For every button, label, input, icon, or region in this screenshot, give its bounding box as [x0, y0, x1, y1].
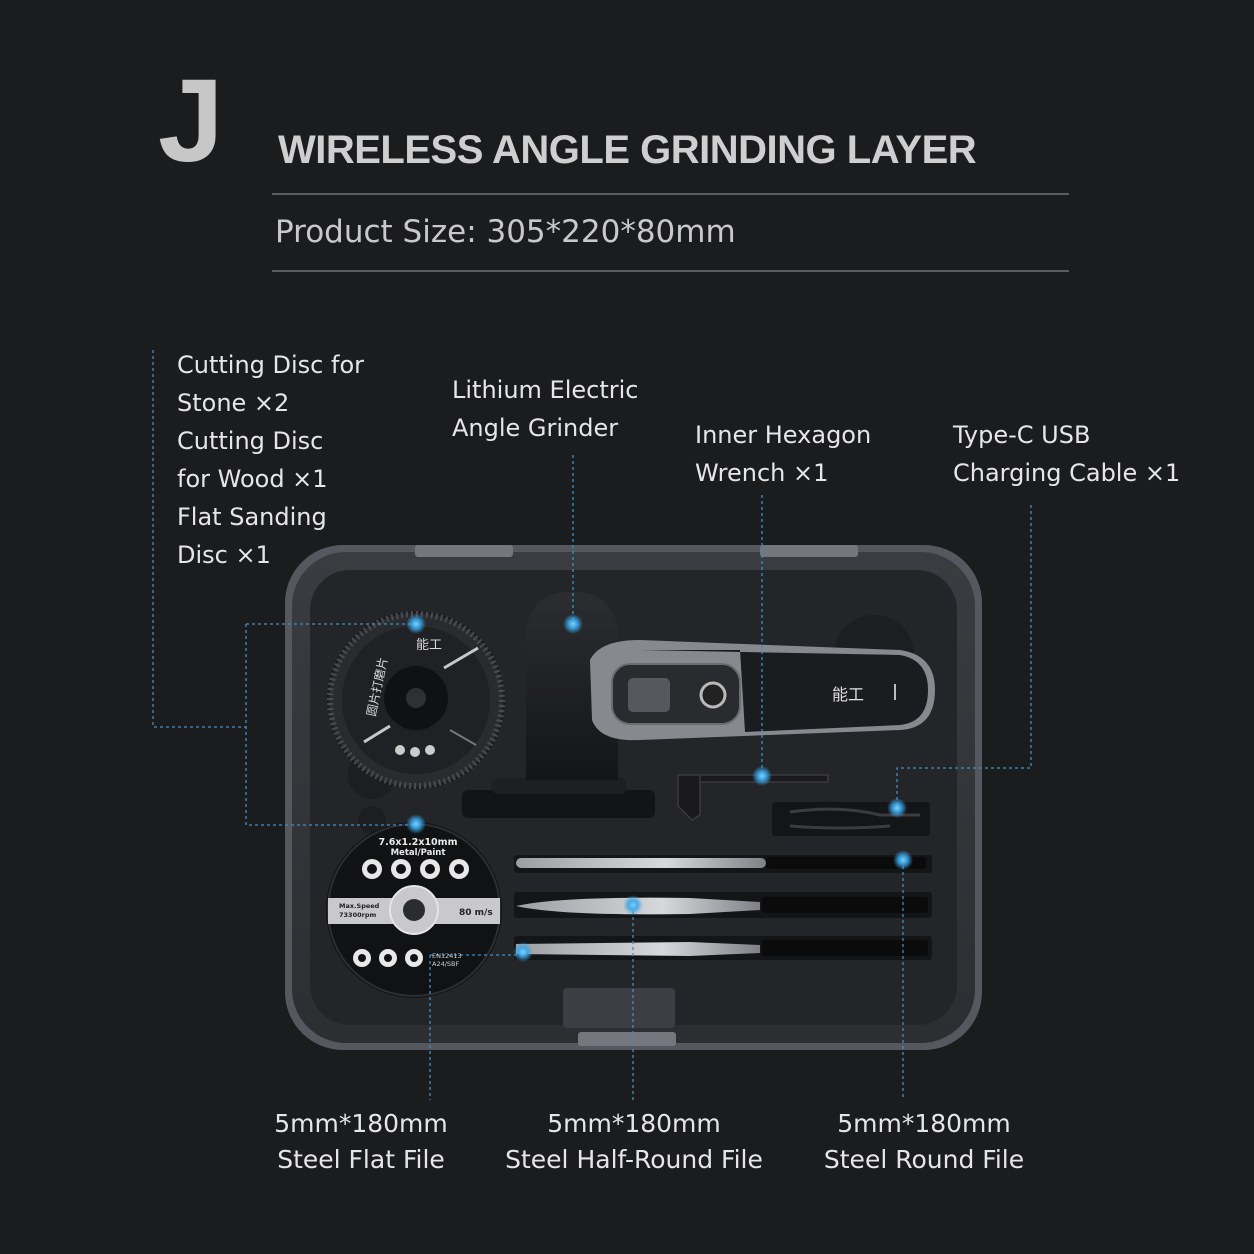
callout-line: Charging Cable ×1 — [953, 459, 1181, 487]
leader-lines — [152, 350, 1032, 1100]
callout-line: Cutting Disc for — [177, 351, 365, 379]
callout-round-file: 5mm*180mm Steel Round File — [814, 1106, 1034, 1178]
callout-line: Steel Round File — [823, 1145, 1025, 1174]
steel-flat-file — [516, 940, 928, 956]
callout-line: Type-C USB — [953, 421, 1091, 449]
grinder-brand-text: 能工 — [832, 685, 864, 704]
callout-line: for Wood ×1 — [177, 465, 328, 493]
angle-grinder — [462, 592, 935, 818]
callout-line: Angle Grinder — [452, 414, 619, 442]
callout-line: 5mm*180mm — [547, 1109, 721, 1138]
disc-grade-text: A24/SBF — [432, 960, 459, 968]
disc-max-speed-label: Max.Speed — [339, 902, 380, 910]
callout-line: Steel Flat File — [277, 1145, 445, 1174]
callout-line: Disc ×1 — [177, 541, 271, 569]
callout-cable: Type-C USB Charging Cable ×1 — [953, 416, 1180, 492]
divider-top — [272, 193, 1069, 195]
callout-wrench: Inner Hexagon Wrench ×1 — [695, 416, 871, 492]
product-size: Product Size: 305*220*80mm — [275, 214, 736, 250]
hex-wrench — [677, 774, 829, 821]
wood-cutting-disc — [327, 611, 505, 789]
callout-line: Flat Sanding — [177, 503, 327, 531]
callout-line: 5mm*180mm — [274, 1109, 448, 1138]
callout-grinder: Lithium Electric Angle Grinder — [452, 371, 638, 447]
callout-flat-file: 5mm*180mm Steel Flat File — [256, 1106, 466, 1178]
divider-bottom — [272, 270, 1069, 272]
callout-half-round-file: 5mm*180mm Steel Half-Round File — [494, 1106, 774, 1178]
metal-cutting-disc — [326, 822, 502, 998]
callout-line: Cutting Disc — [177, 427, 324, 455]
steel-round-file — [516, 857, 926, 869]
callout-line: Steel Half-Round File — [505, 1145, 763, 1174]
disc-rpm-text: 73300rpm — [339, 911, 376, 919]
callout-line: 5mm*180mm — [837, 1109, 1011, 1138]
disc-use-text: Metal/Paint — [391, 848, 446, 858]
callout-discs: Cutting Disc for Stone ×2 Cutting Disc f… — [177, 346, 364, 574]
callout-line: Inner Hexagon — [695, 421, 872, 449]
callout-dots — [406, 614, 913, 962]
disc-brand-text: 能工 — [416, 638, 442, 653]
page-title: WIRELESS ANGLE GRINDING LAYER — [278, 128, 977, 172]
disc-spec-text: 7.6x1.2x10mm — [379, 837, 458, 848]
section-letter: J — [158, 55, 224, 187]
callout-line: Stone ×2 — [177, 389, 290, 417]
callout-line: Wrench ×1 — [695, 459, 829, 487]
disc-code-text: EN12413 — [432, 952, 462, 960]
callout-line: Lithium Electric — [452, 376, 639, 404]
disc-speed-text: 80 m/s — [459, 908, 493, 918]
